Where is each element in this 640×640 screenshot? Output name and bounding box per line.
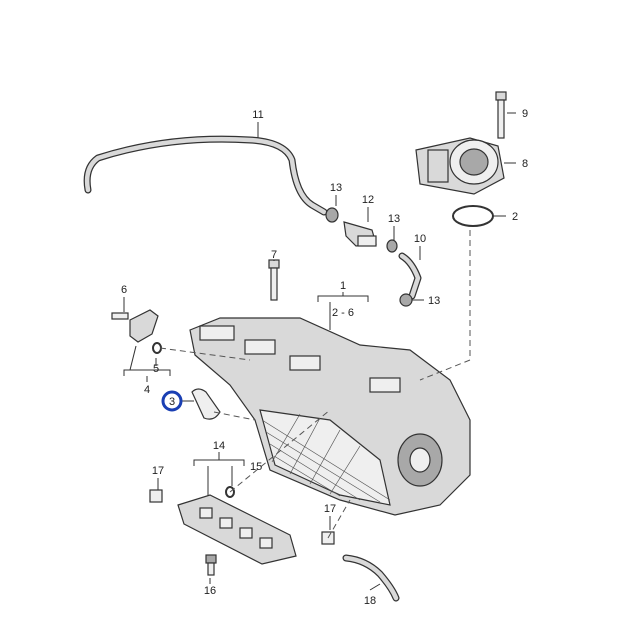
fuel-rail-part: [177, 494, 297, 565]
callout-3: 3: [169, 396, 175, 408]
short-hose-part: [398, 252, 422, 300]
leader-lines: [123, 112, 516, 591]
sensor-bracket-part: [111, 309, 162, 354]
breather-hose-part: [83, 135, 328, 216]
callout-8: 8: [522, 158, 528, 170]
bolt-part-9: [495, 91, 507, 139]
assembly-dashed-lines: [159, 230, 471, 539]
throttle-body-part: [415, 137, 505, 195]
callout-4: 4: [144, 384, 150, 396]
callout-12: 12: [362, 194, 374, 206]
callout-17-left: 17: [152, 465, 164, 477]
intake-manifold-part: [189, 317, 471, 516]
callout-11: 11: [252, 109, 263, 121]
gasket-part: [191, 388, 221, 420]
check-valve-part: [343, 221, 377, 247]
callout-17-right: 17: [324, 503, 336, 515]
callout-6: 6: [121, 284, 127, 296]
callout-13-upper: 13: [330, 182, 342, 194]
clamp-part-middle: [386, 239, 398, 253]
clamp-part-upper: [325, 207, 339, 223]
o-ring-part-15: [225, 486, 235, 498]
dowel-part-left: [149, 489, 163, 503]
manifold-grille: [261, 413, 391, 503]
callout-labels: 11 9 8 2 13 12 13 10 13 7 1 2 - 6 6 5 4 …: [121, 108, 528, 607]
callout-15: 15: [250, 461, 262, 473]
callout-13-lower: 13: [428, 295, 440, 307]
callout-18: 18: [364, 595, 376, 607]
callout-5: 5: [153, 363, 159, 375]
clamp-part-lower: [399, 293, 413, 307]
callout-1-range: 2 - 6: [332, 307, 354, 319]
callout-7: 7: [271, 249, 277, 261]
callout-13-middle: 13: [388, 213, 400, 225]
callout-10: 10: [414, 233, 426, 245]
callout-14: 14: [213, 440, 225, 452]
elbow-hose-part: [342, 554, 400, 602]
callout-16: 16: [204, 585, 216, 597]
bolt-part-7: [268, 259, 280, 301]
highlight-circle-3: [161, 390, 183, 412]
callout-1: 1: [340, 280, 346, 292]
callout-9: 9: [522, 108, 528, 120]
callout-2: 2: [512, 211, 518, 223]
screw-part-16: [205, 554, 217, 576]
seal-ring-part: [452, 205, 494, 227]
